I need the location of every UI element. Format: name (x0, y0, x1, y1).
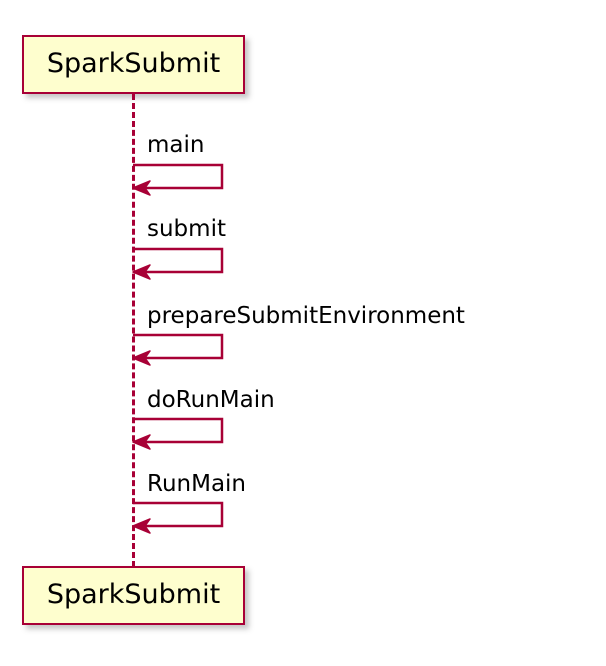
participant-box-bottom[interactable]: SparkSubmit (22, 566, 245, 625)
lifeline (132, 94, 135, 567)
participant-label-top: SparkSubmit (46, 48, 221, 79)
self-message-loop-3[interactable] (126, 330, 236, 370)
self-message-loop-2[interactable] (126, 244, 236, 284)
message-label-4: doRunMain (147, 387, 275, 413)
self-message-loop-4[interactable] (126, 414, 236, 454)
self-message-loop-1[interactable] (126, 160, 236, 200)
message-label-3: prepareSubmitEnvironment (147, 303, 465, 329)
self-message-loop-5[interactable] (126, 498, 236, 538)
message-label-1: main (147, 132, 205, 158)
message-label-5: RunMain (147, 471, 247, 497)
participant-box-top[interactable]: SparkSubmit (22, 35, 245, 94)
participant-label-bottom: SparkSubmit (46, 579, 221, 610)
message-label-2: submit (147, 216, 226, 242)
